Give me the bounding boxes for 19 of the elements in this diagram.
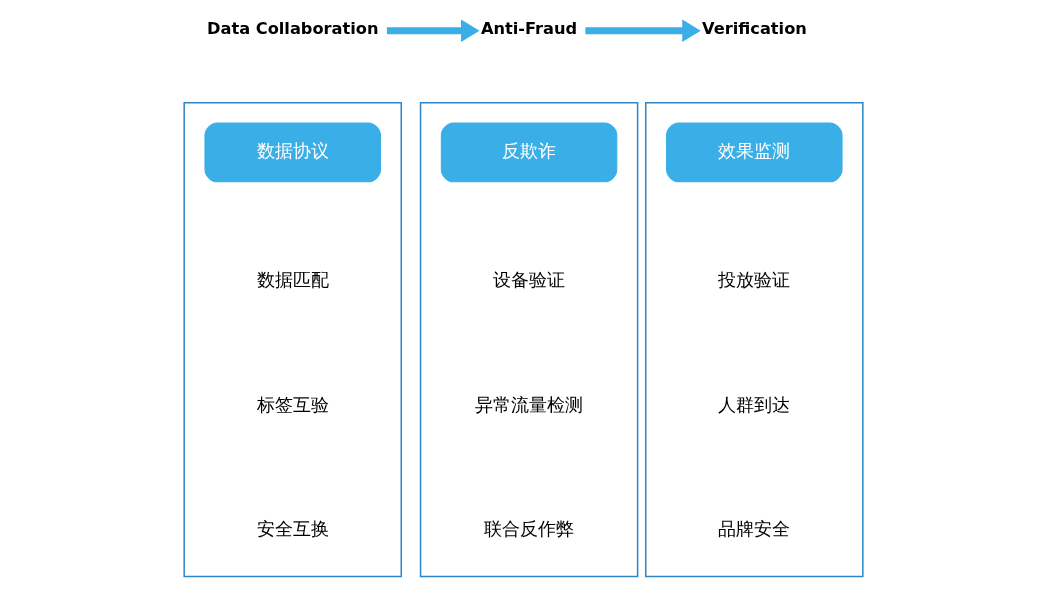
node-text: 设备验证 bbox=[492, 268, 565, 290]
cluster bbox=[644, 101, 864, 578]
arrow bbox=[584, 19, 701, 42]
node-text: 安全互换 bbox=[256, 518, 329, 540]
node-text: 数据匹配 bbox=[256, 268, 329, 290]
node-text: 联合反作弊 bbox=[483, 518, 574, 540]
node-box: 数据协议 bbox=[203, 122, 381, 183]
node-text: 人群到达 bbox=[717, 393, 790, 415]
cluster bbox=[419, 101, 638, 578]
node-text: 品牌安全 bbox=[717, 518, 790, 540]
node-text: 异常流量检测 bbox=[474, 393, 583, 415]
node-text: 投放验证 bbox=[717, 268, 790, 290]
node-text: Verification bbox=[701, 18, 807, 38]
node-text: Data Collaboration bbox=[206, 18, 379, 38]
node-text: Anti-Fraud bbox=[480, 18, 577, 38]
node-box: 反欺诈 bbox=[440, 122, 617, 183]
cluster bbox=[182, 101, 402, 578]
node-box: 效果监测 bbox=[665, 122, 843, 183]
node-text: 标签互验 bbox=[256, 393, 329, 415]
